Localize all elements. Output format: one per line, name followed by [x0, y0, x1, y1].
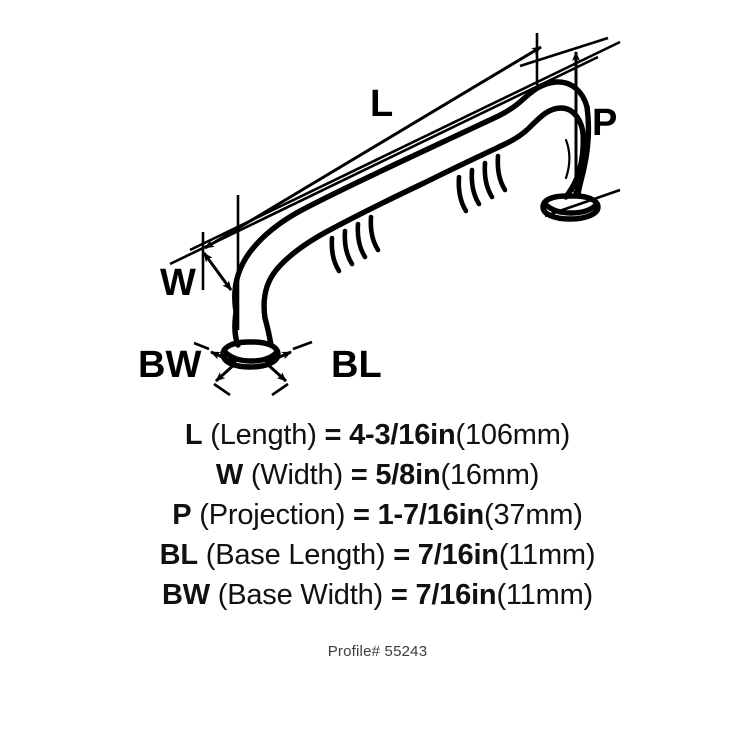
dimension-P: P — [519, 36, 621, 218]
dimension-W: W — [160, 195, 240, 330]
spec-row-length: L (Length) = 4-3/16in(106mm) — [0, 415, 755, 455]
spec-row-width: W (Width) = 5/8in(16mm) — [0, 455, 755, 495]
spec-equals: = — [382, 579, 416, 611]
spec-value-inch: 5/8in — [375, 459, 441, 491]
spec-name: (Width) — [243, 459, 343, 491]
spec-equals: = — [345, 499, 378, 531]
spec-value-metric: (106mm) — [455, 419, 571, 451]
spec-value-metric: (16mm) — [440, 459, 540, 491]
spec-symbol: P — [172, 499, 192, 531]
spec-row-base-length: BL (Base Length) = 7/16in(11mm) — [0, 535, 755, 575]
spec-value-inch: 7/16in — [417, 539, 499, 571]
spec-name: (Projection) — [191, 499, 346, 531]
spec-value-inch: 1-7/16in — [377, 499, 485, 531]
dimension-BW-BL: BW BL — [138, 340, 382, 397]
spec-row-projection: P (Projection) = 1-7/16in(37mm) — [0, 495, 755, 535]
dimension-label-BL: BL — [331, 344, 382, 386]
dimension-label-L: L — [370, 83, 393, 125]
spec-value-metric: (37mm) — [484, 499, 583, 531]
spec-value-inch: 4-3/16in — [349, 419, 456, 451]
spec-name: (Length) — [202, 419, 317, 451]
spec-value-inch: 7/16in — [415, 579, 497, 611]
spec-symbol: L — [184, 419, 203, 451]
dimension-label-P: P — [592, 102, 617, 144]
handle-drawing-svg: L P W — [138, 33, 621, 397]
spec-equals: = — [385, 539, 418, 571]
dimension-label-BW: BW — [138, 344, 201, 386]
spec-name: (Base Width) — [209, 579, 383, 611]
product-dimension-drawing: L P W — [138, 33, 621, 397]
spec-value-metric: (11mm) — [496, 579, 593, 611]
spec-equals: = — [316, 419, 350, 451]
dimension-label-W: W — [160, 262, 196, 304]
spec-name: (Base Length) — [197, 539, 386, 571]
dimension-L: L — [169, 33, 621, 290]
specifications-list: L (Length) = 4-3/16in(106mm) W (Width) =… — [0, 415, 755, 615]
spec-value-metric: (11mm) — [498, 539, 596, 571]
profile-number: Profile# 55243 — [327, 643, 428, 660]
spec-symbol: W — [215, 459, 244, 491]
spec-symbol: BW — [162, 579, 210, 611]
spec-symbol: BL — [159, 539, 198, 571]
spec-equals: = — [342, 459, 376, 491]
spec-row-base-width: BW (Base Width) = 7/16in(11mm) — [0, 575, 755, 615]
